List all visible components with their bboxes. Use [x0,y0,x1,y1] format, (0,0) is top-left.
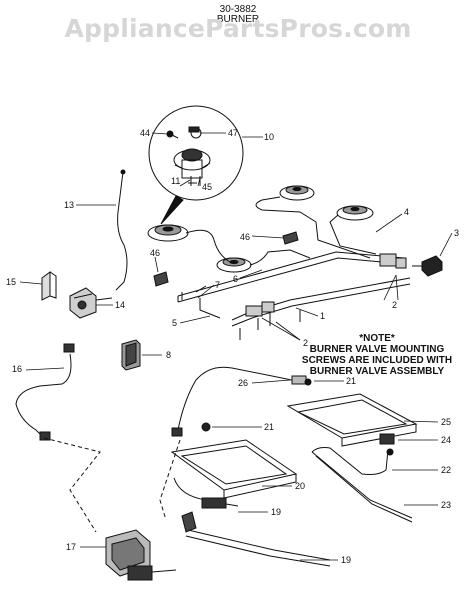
callout-2-lower: 2 [303,338,308,348]
callout-6: 6 [233,274,238,284]
burner-tray-20 [170,439,298,499]
note-line-1: BURNER VALVE MOUNTING [309,344,445,355]
part-number: 30-3882 [219,4,257,15]
bracket-15 [41,271,57,301]
burner-right-front [336,205,374,221]
block-8 [121,339,141,371]
callout-8: 8 [166,350,171,360]
burner-center [216,257,252,273]
detail-circle [148,105,244,225]
callout-4: 4 [404,207,409,217]
callout-13: 13 [64,200,74,210]
callout-21-lower: 21 [264,422,274,432]
screw-21 [201,422,211,432]
igniter-3 [412,255,443,277]
burner-tray-25 [286,393,418,447]
watermark-logo: AppliancePartsPros.com [64,14,412,43]
leader-lines [19,132,453,561]
callout-46-lower: 46 [150,248,160,258]
callout-24: 24 [441,435,451,445]
callout-22: 22 [441,465,451,475]
regulator-17 [105,529,177,581]
callout-1: 1 [320,311,325,321]
callout-7: 7 [215,280,220,290]
electrode-19-mid [173,477,239,509]
valve-bracket-14 [69,287,113,319]
tube-22 [311,433,413,523]
callout-26: 26 [238,378,248,388]
callout-21-upper: 21 [346,376,356,386]
callout-47: 47 [228,128,238,138]
callout-14: 14 [115,300,125,310]
callout-25: 25 [441,417,451,427]
assembly-note: *NOTE* BURNER VALVE MOUNTING SCREWS ARE … [282,333,472,377]
callout-19-mid: 19 [271,507,281,517]
callout-20: 20 [295,481,305,491]
callout-23: 23 [441,500,451,510]
callout-16: 16 [12,364,22,374]
burner-left-front [147,224,189,242]
note-line-2: SCREWS ARE INCLUDED WITH [301,355,453,366]
callout-2-upper: 2 [392,300,397,310]
gas-line-16 [15,343,75,441]
callout-10: 10 [264,132,274,142]
tube-26 [171,366,312,437]
callout-numbers: 10 44 47 11 45 13 4 3 46 46 6 15 7 2 14 … [6,128,459,565]
callout-44: 44 [140,128,150,138]
callout-5: 5 [172,318,177,328]
callout-19-lower: 19 [341,555,351,565]
callout-11: 11 [171,176,180,186]
burner-right-rear [279,185,315,201]
callout-45: 45 [202,182,212,192]
bracket-46-lower [153,271,169,287]
callout-15: 15 [6,277,16,287]
callout-3: 3 [454,228,459,238]
callout-17: 17 [66,542,76,552]
dashed-gas-path [43,437,181,533]
callout-46-upper: 46 [240,232,250,242]
manifold-assembly [177,251,411,340]
diagram-title: BURNER [216,14,260,25]
note-line-3: BURNER VALVE ASSEMBLY [309,366,445,377]
thermocouple-tube [115,169,128,291]
note-heading: *NOTE* [359,333,395,344]
tube-19-lower [181,511,331,567]
burner-gas-tubes [185,196,377,266]
bracket-46-upper [282,231,299,245]
